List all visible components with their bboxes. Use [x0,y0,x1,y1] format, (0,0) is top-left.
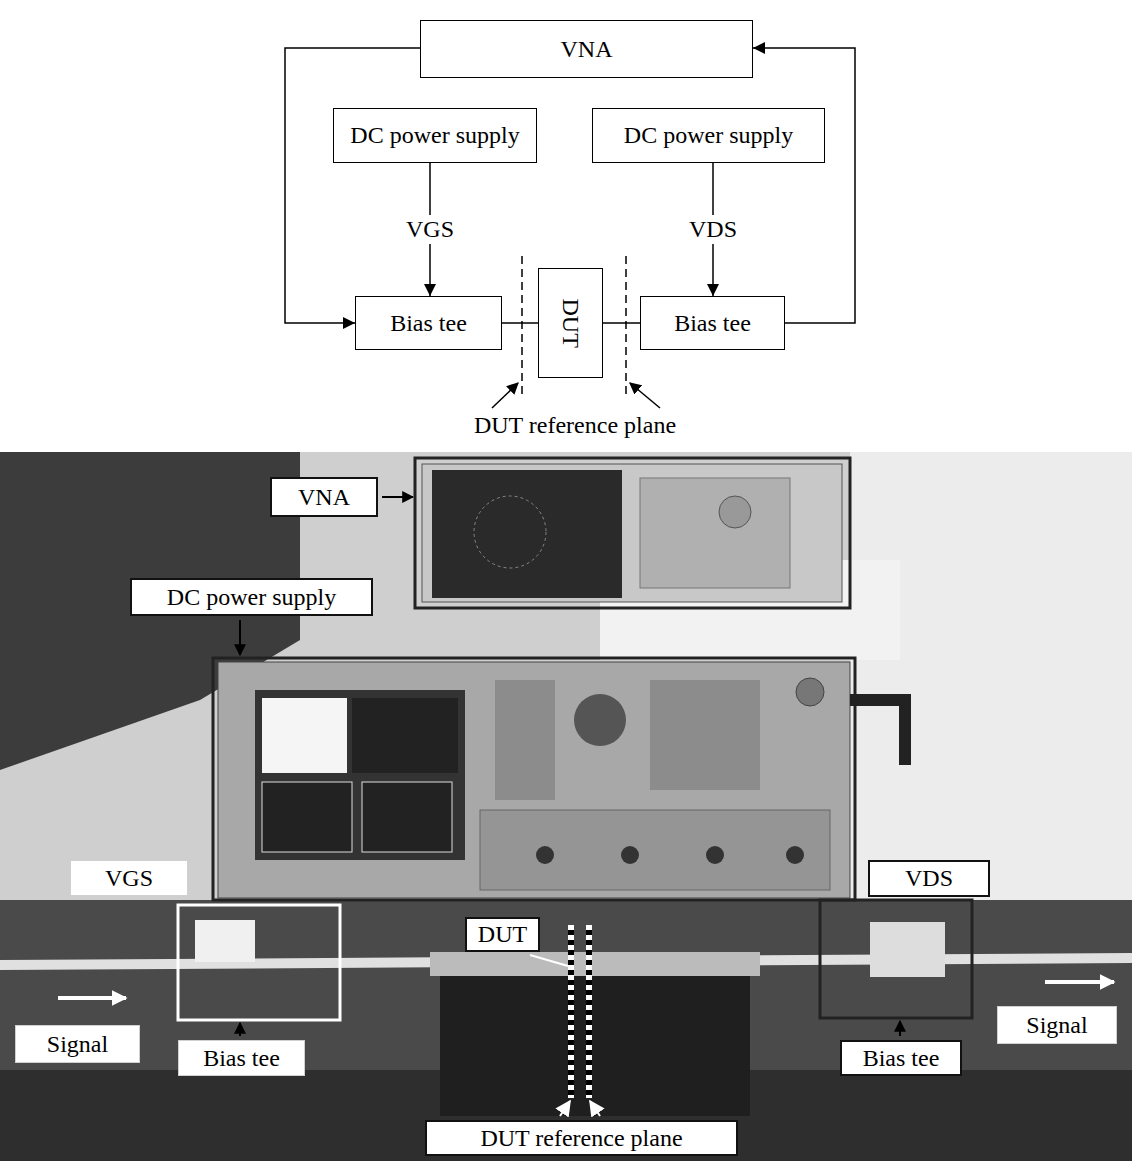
node-text: DC power supply [350,122,519,148]
callout-box: Bias tee [178,1040,305,1076]
bias-tee-object [195,920,255,962]
node-text: VGS [105,865,153,891]
reference-plane-line [521,256,523,398]
reference-plane-line [586,925,592,1098]
vna-screen [432,470,622,598]
terminal [706,846,724,864]
region-frame [213,658,855,900]
vna-keypad [640,478,790,588]
node-text: VNA [561,36,613,62]
node-text: DUT [478,921,527,947]
bias-tee-box: Bias tee [640,296,785,350]
table [0,900,1132,1161]
fixture-rail [430,952,760,976]
button-column [495,680,555,800]
bias-tee-box: Bias tee [355,296,502,350]
dc-supply-instrument [218,662,850,898]
reference-plane-line [625,256,627,398]
output-panel [480,810,830,890]
node-text: DUT reference plane [480,1125,682,1151]
knob [796,678,824,706]
supply-box: DC power supply [333,108,537,163]
node-text: Bias tee [863,1045,940,1071]
reference-plane-line [568,925,574,1098]
terminal [621,846,639,864]
annotation: DUT reference plane [471,411,679,439]
leader-arrow [560,1101,570,1116]
node-text: VDS [905,865,953,891]
navigation-pad [574,694,626,746]
callout-box: VGS [70,860,188,896]
signal-arrow [58,996,126,1000]
callout-box: DUT reference plane [425,1120,738,1156]
terminal [536,846,554,864]
callout-box: Bias tee [840,1040,962,1076]
vna-knob [719,496,751,528]
callout-box: VNA [270,477,378,517]
leader-arrow [492,383,518,408]
vna-instrument [422,464,842,602]
connector [603,322,640,324]
region-frame [178,905,340,1020]
dut-box: DUT [538,268,603,378]
callout-box: DUT [465,917,540,952]
edge-label: VDS [686,215,740,243]
smith-chart [474,496,546,568]
node-text: Signal [1026,1012,1087,1038]
region-frame [820,900,972,1018]
photo-background [0,452,1132,1161]
keypad [650,680,760,790]
screen-window [362,782,452,852]
connector [753,48,855,323]
reference-plane-line [586,925,592,1098]
node-text: Bias tee [674,310,751,336]
test-fixture [440,976,750,1116]
wall [850,452,1132,902]
screen-window [262,782,352,852]
reference-plane-line [568,925,574,1098]
leader-arrow [382,496,413,498]
leader-arrow [239,620,241,655]
bias-tee-object [870,922,945,977]
supply-box: DC power supply [592,108,825,163]
node-text: DC power supply [167,584,336,610]
screen-readout [352,698,458,773]
node-text: Signal [47,1031,108,1057]
node-text: DUT [557,298,583,347]
dc-supply-screen [255,690,465,860]
leader-arrow [590,1101,600,1116]
terminal [786,846,804,864]
node-text: Bias tee [390,310,467,336]
node-text: VNA [298,484,350,510]
leader-arrow [630,383,660,408]
leader-arrow [239,1023,241,1036]
handle [850,700,905,765]
callout-box: Signal [15,1025,140,1063]
callout-box: Signal [997,1006,1117,1044]
connector [285,48,420,323]
instrument-box: VNA [420,20,753,78]
callout-box: DC power supply [130,578,373,616]
signal-arrow [1045,980,1114,984]
node-text: Bias tee [203,1045,280,1071]
edge-label: VGS [403,215,457,243]
leader-arrow [899,1021,901,1036]
connector [502,322,538,324]
screen-window [262,698,347,773]
node-text: DC power supply [624,122,793,148]
leader-line [530,955,568,966]
callout-box: VDS [868,860,990,897]
region-frame [415,458,850,608]
